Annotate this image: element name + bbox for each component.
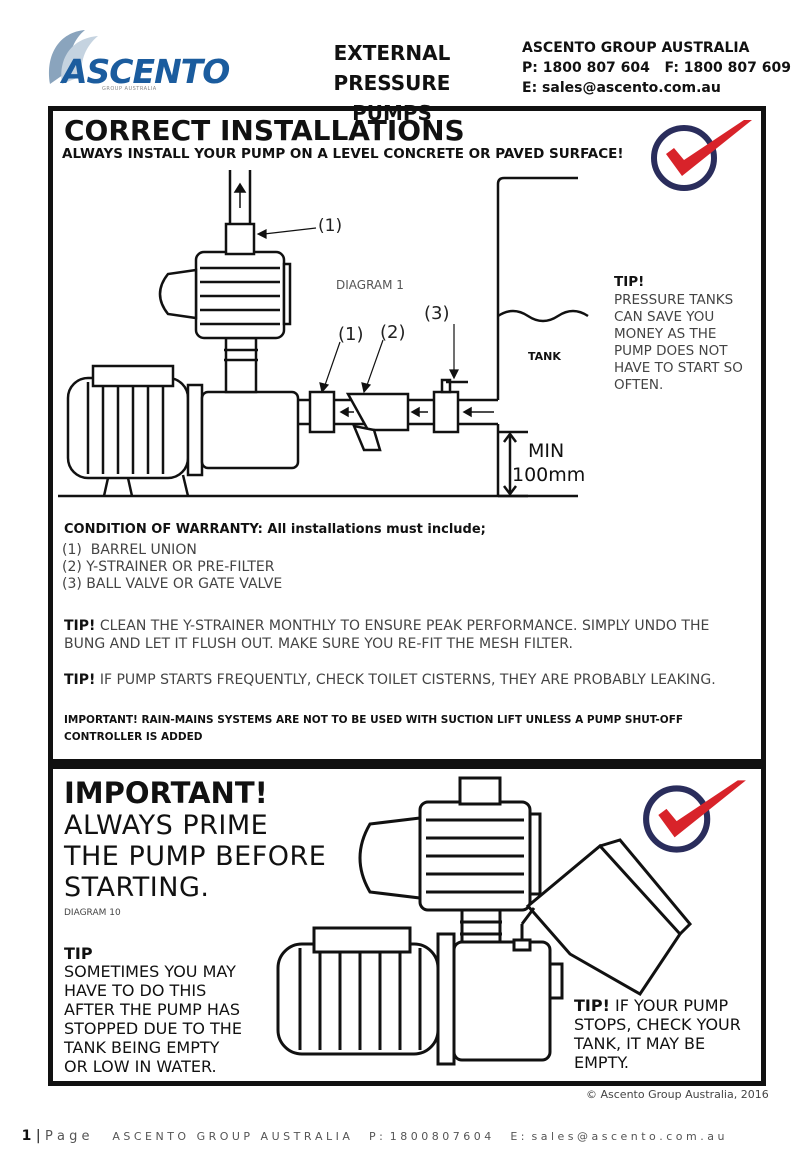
- side-tip-line: PUMP DOES NOT: [614, 343, 728, 359]
- checkmark-icon: [651, 120, 752, 191]
- warning-line2: CONTROLLER IS ADDED: [64, 731, 203, 743]
- installation-diagram: [58, 170, 589, 498]
- strainer-tip-label: TIP!: [64, 618, 96, 634]
- title-line-1: EXTERNAL: [333, 41, 451, 65]
- important-heading: IMPORTANT!: [64, 776, 268, 810]
- section-subheading: ALWAYS INSTALL YOUR PUMP ON A LEVEL CONC…: [62, 146, 624, 162]
- phone-fax: P: 1800 807 604 F: 1800 807 609: [522, 60, 791, 76]
- pump-tip: TIP! IF PUMP STARTS FREQUENTLY, CHECK TO…: [64, 671, 716, 689]
- tip-right-line: TANK, IT MAY BE: [574, 1034, 706, 1053]
- side-tip-line: CAN SAVE YOU: [614, 309, 715, 325]
- side-tip-title: TIP!: [614, 274, 645, 290]
- tip2-line: TANK BEING EMPTY: [64, 1038, 220, 1057]
- ascento-logo: [40, 24, 270, 104]
- min-value-label: 100mm: [512, 464, 586, 486]
- tip-right-line: STOPS, CHECK YOUR: [574, 1015, 741, 1034]
- warranty-item: (3) BALL VALVE OR GATE VALVE: [62, 576, 283, 592]
- callout-2: (2): [380, 322, 406, 343]
- warranty-rest: All installations must include;: [262, 522, 486, 537]
- rain-mains-warning: IMPORTANT! RAIN-MAINS SYSTEMS ARE NOT TO…: [64, 712, 683, 746]
- tank-label: TANK: [528, 350, 561, 363]
- side-tip-line: PRESSURE TANKS: [614, 292, 734, 308]
- copyright: © Ascento Group Australia, 2016: [586, 1088, 769, 1101]
- prime-instruction: ALWAYS PRIME THE PUMP BEFORE STARTING.: [64, 810, 326, 903]
- page-number: 1: [21, 1128, 32, 1144]
- tip2-line: SOMETIMES YOU MAY: [64, 962, 236, 981]
- prime-line: STARTING.: [64, 872, 210, 903]
- strainer-tip-line2: BUNG AND LET IT FLUSH OUT. MAKE SURE YOU…: [64, 636, 573, 652]
- page-word: P a g e: [45, 1129, 90, 1144]
- tip-right-line: IF YOUR PUMP: [609, 996, 729, 1015]
- diagram10-label: DIAGRAM 10: [64, 908, 121, 918]
- callout-1: (1): [338, 324, 364, 345]
- strainer-tip-line1: CLEAN THE Y-STRAINER MONTHLY TO ENSURE P…: [95, 618, 710, 634]
- tip2-title: TIP: [64, 944, 93, 963]
- prime-line: THE PUMP BEFORE: [64, 841, 327, 872]
- header-contact: ASCENTO GROUP AUSTRALIA P: 1800 807 604 …: [522, 38, 791, 98]
- checkmark-icon: [643, 780, 746, 853]
- tip2-line: AFTER THE PUMP HAS: [64, 1000, 240, 1019]
- diagram-label: DIAGRAM 1: [336, 278, 404, 292]
- strainer-tip: TIP! CLEAN THE Y-STRAINER MONTHLY TO ENS…: [64, 617, 709, 653]
- document-title: EXTERNAL PRESSURE PUMPS: [292, 38, 492, 128]
- logo-subtext: GROUP AUSTRALIA: [102, 86, 157, 92]
- pump-tip-label: TIP!: [64, 672, 96, 688]
- logo-swoosh-icon: [49, 30, 98, 84]
- tip-right: TIP! IF YOUR PUMP STOPS, CHECK YOUR TANK…: [574, 996, 741, 1072]
- tip-right-line: EMPTY.: [574, 1053, 629, 1072]
- prime-pump-panel: [48, 764, 766, 1086]
- footer-email: E : s a l e s @ a s c e n t o . c o m . …: [510, 1130, 725, 1143]
- pump-tip-text: IF PUMP STARTS FREQUENTLY, CHECK TOILET …: [95, 672, 716, 688]
- tip2-line: OR LOW IN WATER.: [64, 1057, 217, 1076]
- email: E: sales@ascento.com.au: [522, 80, 721, 96]
- warranty-item: (2) Y-STRAINER OR PRE-FILTER: [62, 559, 275, 575]
- company-name: ASCENTO GROUP AUSTRALIA: [522, 40, 750, 56]
- warranty-title: CONDITION OF WARRANTY:: [64, 522, 263, 537]
- min-clearance-label: MIN: [528, 440, 564, 462]
- prime-line: ALWAYS PRIME: [64, 810, 269, 841]
- min-label: MIN: [528, 440, 565, 462]
- warning-line1: IMPORTANT! RAIN-MAINS SYSTEMS ARE NOT TO…: [64, 714, 684, 726]
- side-tip-line: HAVE TO START SO: [614, 360, 743, 376]
- callout-3: (3): [424, 303, 450, 324]
- tip2-line: STOPPED DUE TO THE: [64, 1019, 242, 1038]
- logo-text: ASCENTO: [62, 52, 230, 91]
- side-tip-line: MONEY AS THE: [614, 326, 717, 342]
- side-tip-text: PRESSURE TANKS CAN SAVE YOU MONEY AS THE…: [614, 292, 743, 394]
- page-footer: 1 | P a g e A S C E N T O G R O U P A U …: [21, 1128, 725, 1144]
- correct-installations-panel: [48, 106, 766, 764]
- footer-company: A S C E N T O G R O U P A U S T R A L I …: [112, 1130, 350, 1143]
- warranty-list: (1) BARREL UNION (2) Y-STRAINER OR PRE-F…: [62, 542, 282, 593]
- side-tip-line: OFTEN.: [614, 377, 664, 393]
- tip-right-label: TIP!: [574, 996, 610, 1015]
- callout-1-top: (1): [318, 216, 343, 236]
- priming-diagram: [276, 776, 693, 1066]
- section-heading: CORRECT INSTALLATIONS: [64, 114, 465, 147]
- footer-phone: P : 1 8 0 0 8 0 7 6 0 4: [368, 1130, 492, 1143]
- title-line-2: PRESSURE PUMPS: [333, 71, 451, 125]
- warranty-heading: CONDITION OF WARRANTY: All installations…: [64, 522, 486, 537]
- warranty-item: (1) BARREL UNION: [62, 542, 197, 558]
- tip2-text: SOMETIMES YOU MAY HAVE TO DO THIS AFTER …: [64, 962, 242, 1076]
- tip2-line: HAVE TO DO THIS: [64, 981, 207, 1000]
